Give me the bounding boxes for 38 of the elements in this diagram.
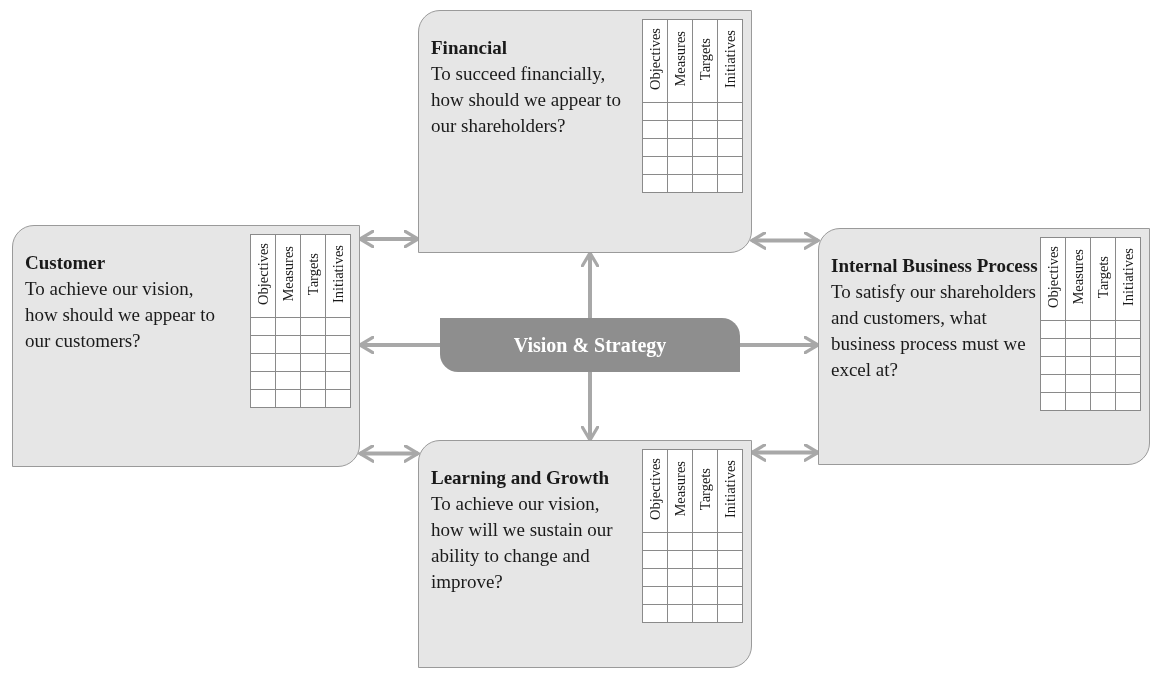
banner-title: Vision & Strategy (513, 333, 667, 357)
column-header: Targets (305, 252, 321, 296)
arrow (750, 231, 820, 250)
perspective-heading: Internal Business Process (831, 254, 1039, 278)
arrow (580, 372, 600, 442)
arrow (740, 335, 820, 355)
arrow (358, 229, 420, 249)
perspective-question: To succeed financially, how should we appear to our shareholders? (431, 62, 622, 138)
column-header: Objectives (647, 28, 663, 90)
column-header: Initiatives (722, 460, 738, 518)
column-header: Measures (672, 31, 688, 87)
arrow (358, 335, 440, 355)
perspective-box (12, 225, 360, 467)
column-header: Objectives (255, 243, 271, 305)
perspective-heading: Customer (25, 251, 107, 275)
perspective-box (418, 10, 752, 253)
perspective-box (418, 440, 752, 668)
perspective-question: To achieve our vision, how should we appear to our customers? (25, 277, 216, 353)
column-header: Measures (1070, 249, 1086, 305)
column-header: Targets (697, 37, 713, 81)
arrow (580, 251, 600, 318)
column-header: Targets (697, 467, 713, 511)
column-header: Initiatives (1120, 248, 1136, 306)
column-header: Measures (672, 461, 688, 517)
arrow (750, 443, 820, 462)
perspective-box (818, 228, 1150, 465)
column-header: Measures (280, 246, 296, 302)
perspective-heading: Learning and Growth (431, 466, 611, 490)
column-header: Objectives (1045, 246, 1061, 308)
column-header: Objectives (647, 458, 663, 520)
column-header: Initiatives (330, 245, 346, 303)
arrow (358, 444, 420, 463)
perspective-heading: Financial (431, 36, 508, 60)
perspective-question: To achieve our vision, how will we sustain our ability to change and improve? (431, 492, 614, 594)
column-header: Targets (1095, 255, 1111, 299)
vision-banner (440, 318, 740, 372)
column-header: Initiatives (722, 30, 738, 88)
perspective-question: To satisfy our shareholders and customers, what business process must we excel at? (831, 280, 1037, 382)
